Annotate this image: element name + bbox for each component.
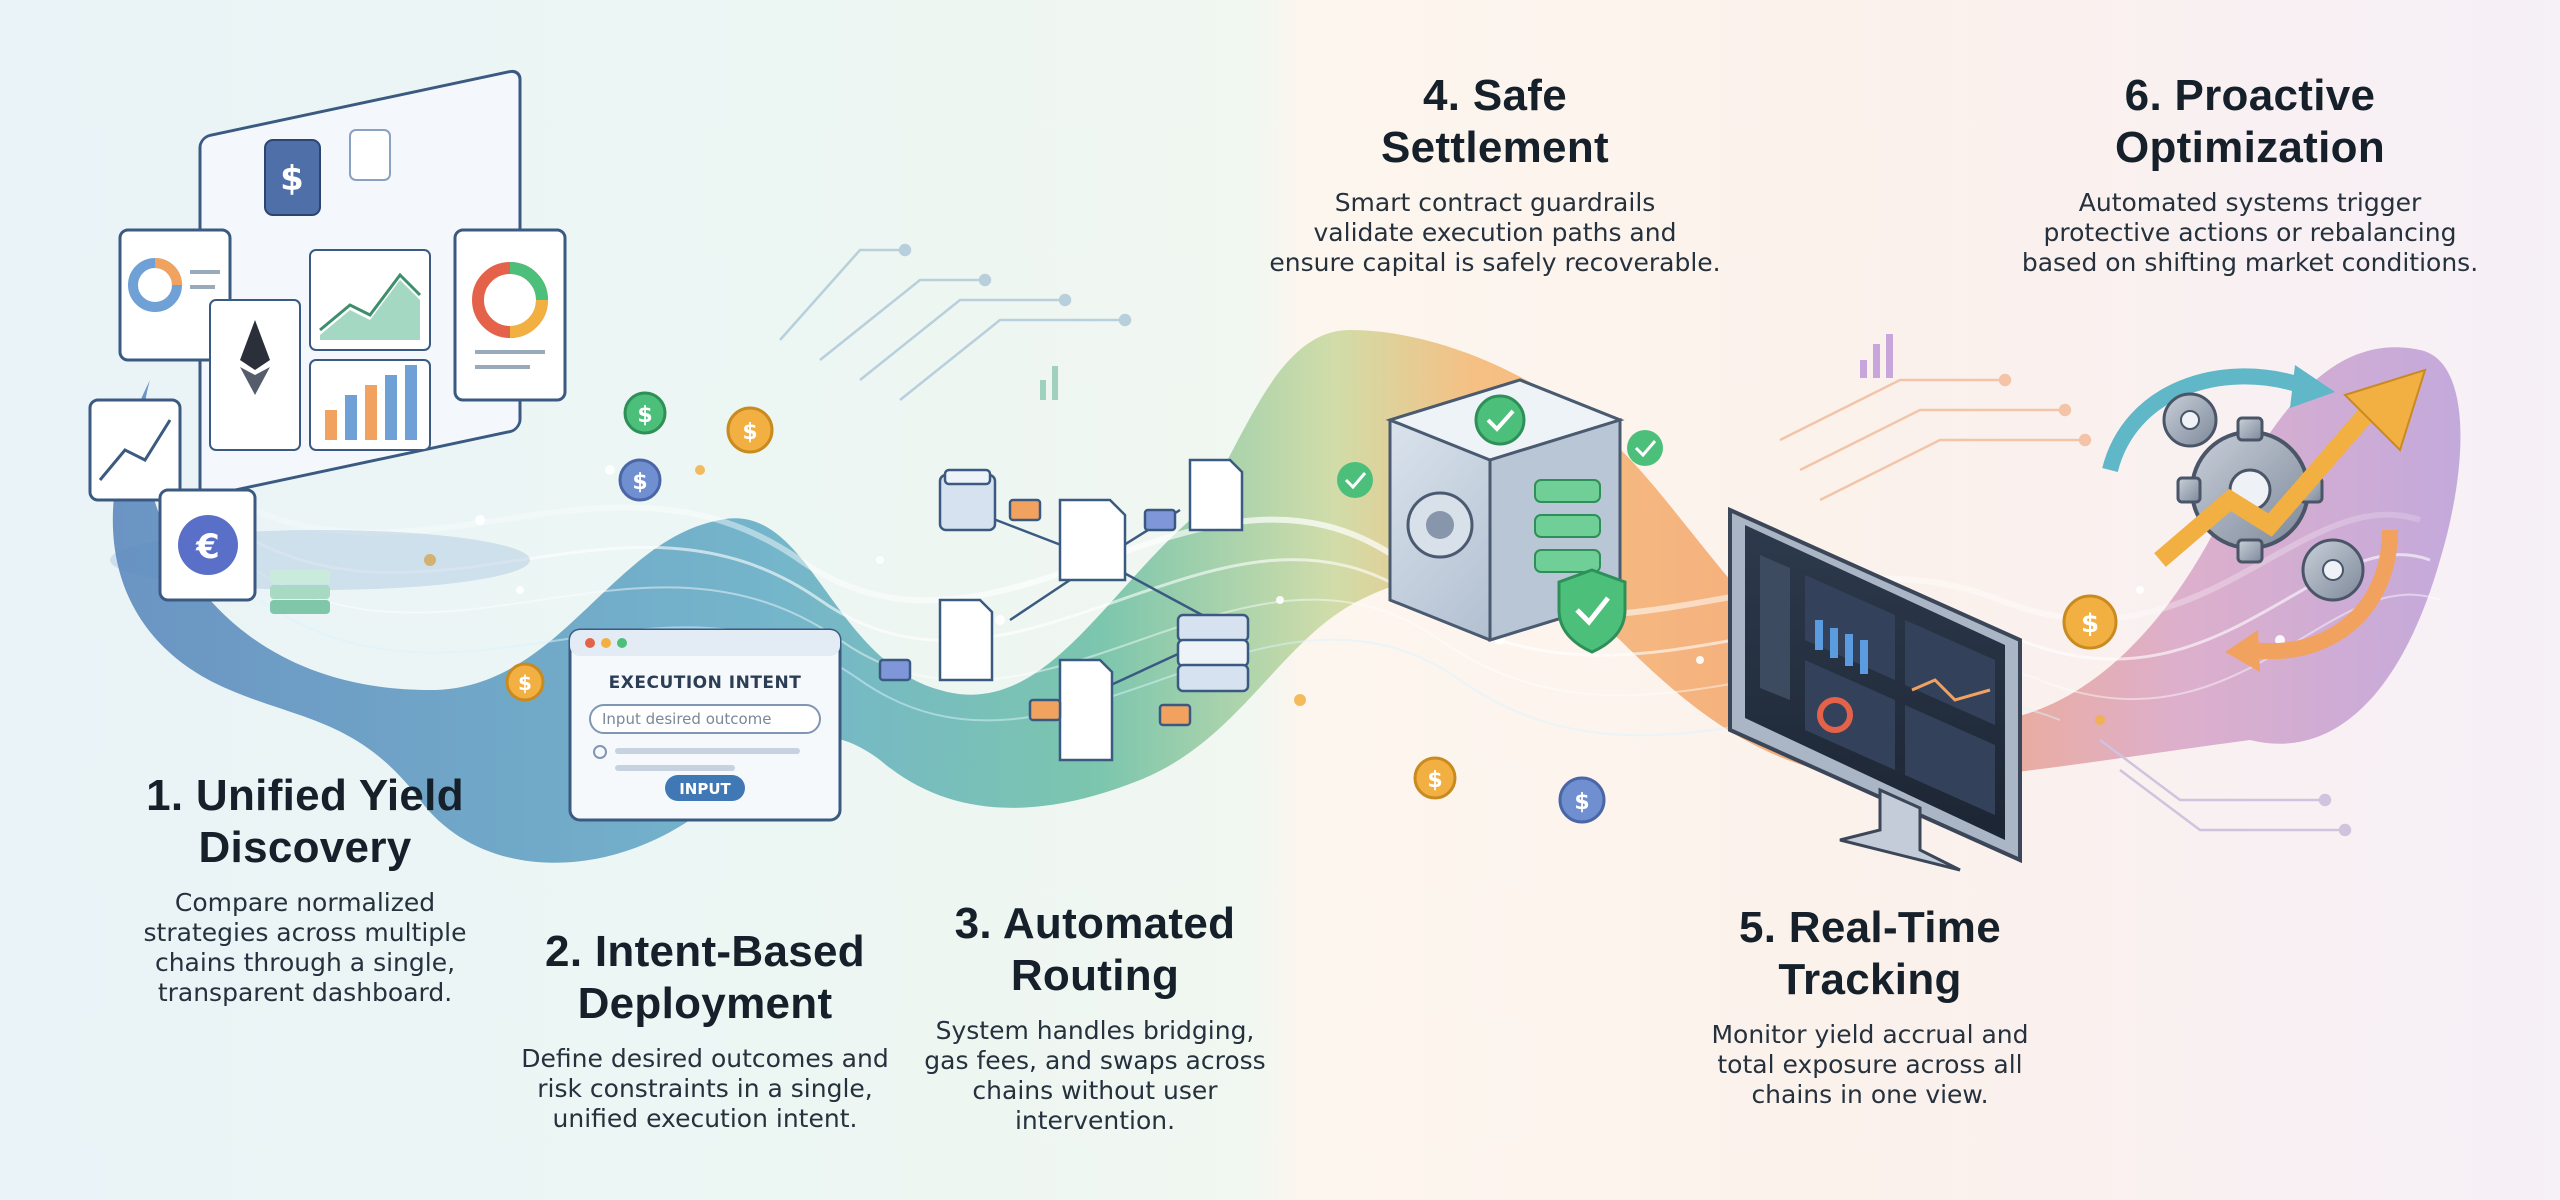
circuit-lines (779, 243, 1132, 401)
svg-text:€: € (195, 527, 220, 567)
shield-check-icon (1557, 568, 1627, 654)
svg-text:$: $ (1427, 768, 1442, 793)
intent-input-field[interactable] (589, 704, 821, 734)
intent-input-button[interactable] (665, 775, 745, 801)
intent-input-button-label: INPUT (679, 780, 731, 798)
svg-text:$: $ (280, 159, 304, 199)
dollar-coin-icon: $ $ $ $ $ $ $ (505, 391, 2118, 824)
monitor-dashboard-icon (1728, 506, 2022, 872)
svg-text:$: $ (1574, 790, 1589, 815)
svg-text:$: $ (637, 403, 652, 428)
document-network-icon (878, 458, 1250, 762)
step-3-description: System handles bridging,gas fees, and sw… (924, 1016, 1266, 1135)
sparkle-dots (475, 465, 2285, 664)
dashboard-panels-icon: € $ (88, 69, 567, 614)
intent-window-title: EXECUTION INTENT (609, 673, 802, 693)
svg-text:$: $ (2081, 609, 2099, 639)
gear-arrows-icon (2102, 365, 2427, 672)
intent-input-placeholder: Input desired outcome (602, 710, 772, 728)
execution-intent-window: EXECUTION INTENT Input desired outcome I… (568, 628, 842, 822)
vault-safe-icon (1337, 378, 1663, 643)
svg-text:$: $ (632, 470, 647, 495)
svg-text:$: $ (742, 420, 757, 445)
svg-text:$: $ (518, 671, 532, 695)
